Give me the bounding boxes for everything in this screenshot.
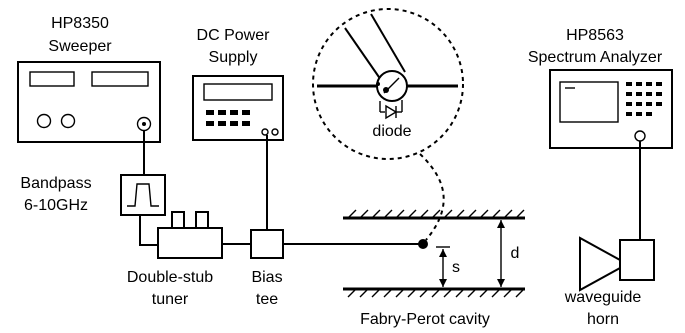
sweeper-model-label: HP8350 (51, 15, 109, 32)
diode-label: diode (372, 123, 411, 140)
dc-supply-label-line1: DC Power (197, 27, 271, 44)
diode-junction-dot (418, 239, 428, 249)
diode-zoom-inset (312, 8, 464, 160)
s-dimension-arrow (436, 246, 450, 287)
cavity-label: Fabry-Perot cavity (360, 311, 490, 328)
bandpass-label-line2: 6-10GHz (24, 197, 88, 214)
bandpass-filter (120, 174, 166, 216)
tuner-label-line2: tuner (152, 291, 189, 308)
waveguide-horn (579, 236, 655, 292)
zoom-connector (419, 153, 445, 241)
cavity-top-mirror (343, 209, 525, 220)
analyzer-name-label: Spectrum Analyzer (528, 49, 663, 66)
bias-tee-label-line1: Bias (251, 269, 282, 286)
bandpass-label-line1: Bandpass (20, 175, 91, 192)
bias-tee (250, 229, 284, 259)
dc-supply-label-line2: Supply (209, 49, 258, 66)
analyzer-model-label: HP8563 (566, 27, 624, 44)
dc-power-supply-instrument (192, 75, 284, 141)
d-dimension-arrow (497, 220, 505, 287)
sweeper-instrument (17, 61, 161, 143)
d-label: d (511, 245, 520, 262)
s-label: s (452, 259, 460, 276)
filter-to-tuner-cable (139, 215, 158, 246)
diode-icon (385, 104, 398, 120)
cavity-bottom-mirror (343, 287, 525, 298)
horn-label-line1: waveguide (564, 289, 642, 306)
horn-label-line2: horn (587, 311, 619, 328)
spectrum-analyzer-instrument (549, 69, 673, 149)
diode-inset-detail (317, 13, 458, 120)
double-stub-tuner (157, 211, 223, 259)
sweeper-name-label: Sweeper (48, 38, 112, 55)
bias-tee-label-line2: tee (256, 291, 278, 308)
tuner-label-line1: Double-stub (127, 269, 213, 286)
